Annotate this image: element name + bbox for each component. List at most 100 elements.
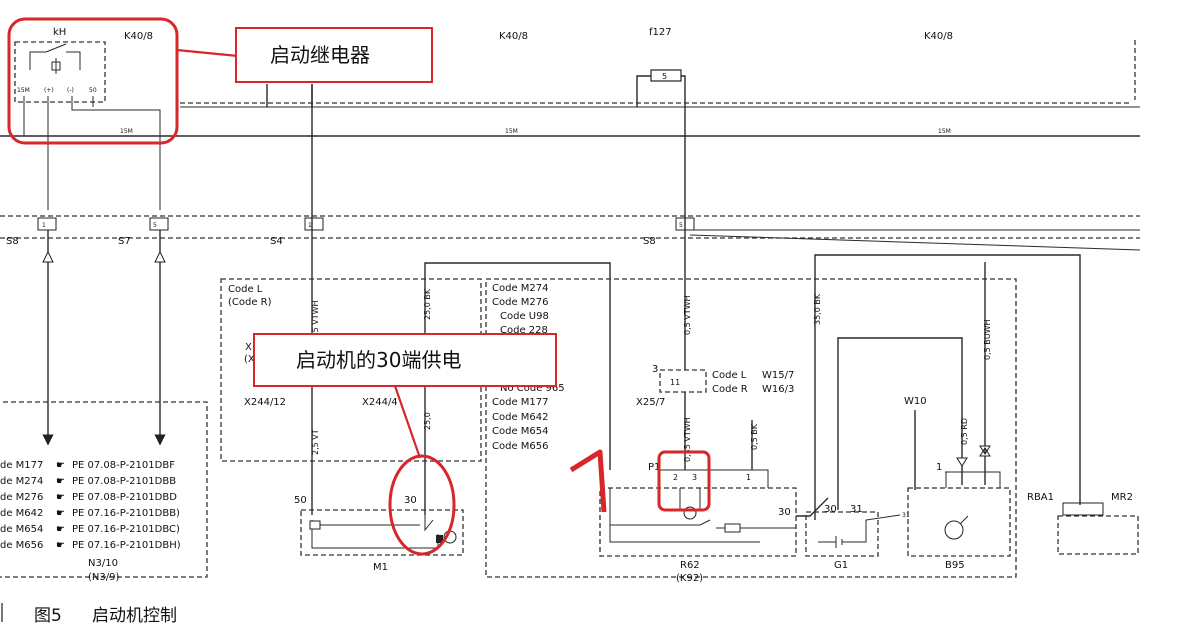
x244-partial-b: (X <box>244 354 255 365</box>
svg-text:de M274: de M274 <box>0 476 43 487</box>
wire-bk-top <box>424 262 611 515</box>
r62-internals <box>609 488 796 543</box>
wire-25vtwh: 2,5 VTWH <box>311 300 320 340</box>
triangle-left-icon <box>42 250 54 263</box>
p1-pin3: 3 <box>692 473 697 482</box>
relay-kh-box <box>14 41 106 103</box>
f127-label: f127 <box>649 27 672 38</box>
svg-text:PE 07.08-P-2101DBD: PE 07.08-P-2101DBD <box>72 492 177 503</box>
bus-15m-label-a: 15M <box>120 128 133 135</box>
svg-text:S7: S7 <box>118 236 131 247</box>
svg-text:S8: S8 <box>6 236 19 247</box>
b95-box <box>907 487 1011 557</box>
svg-text:5: 5 <box>153 222 157 229</box>
w10-label: W10 <box>904 396 927 407</box>
svg-text:PE 07.16-P-2101DBB): PE 07.16-P-2101DBB) <box>72 508 180 519</box>
relay-highlight-box <box>7 17 179 145</box>
svg-text:PE 07.08-P-2101DBF: PE 07.08-P-2101DBF <box>72 460 175 471</box>
r62-box <box>599 487 797 557</box>
g1-box <box>805 511 879 557</box>
relay-callout-leader <box>176 48 239 58</box>
b95-label: B95 <box>945 560 965 571</box>
svg-text:PE 07.08-P-2101DBB: PE 07.08-P-2101DBB <box>72 476 176 487</box>
x244-4-label: X244/4 <box>362 397 398 408</box>
rba1-connector <box>1062 502 1104 516</box>
g1-label: G1 <box>834 560 848 571</box>
svg-text:1: 1 <box>42 222 46 229</box>
pin-plus: (+) <box>44 87 54 94</box>
connector-s7: 5 S7 <box>118 217 169 247</box>
pin-50: 50 <box>89 87 97 94</box>
rd-diode-icon <box>956 457 968 467</box>
p1-pin2: 2 <box>673 473 678 482</box>
svg-text:Code M654: Code M654 <box>492 426 549 437</box>
battery-icon <box>818 514 901 548</box>
svg-text:de M642: de M642 <box>0 508 43 519</box>
bus-15m-label-c: 15M <box>938 128 951 135</box>
pin-15m: 15M <box>17 87 30 94</box>
code-r-w-label: Code R <box>712 384 748 395</box>
code-l-label: Code L <box>228 284 263 295</box>
triangle-right-icon <box>154 250 166 263</box>
relay-callout-box <box>235 27 433 83</box>
pin-minus: (-) <box>67 87 74 94</box>
b95-connector <box>945 471 1001 488</box>
x25-7-label: X25/7 <box>636 397 665 408</box>
supply-callout-box <box>253 333 557 387</box>
m1-solenoid <box>309 520 321 530</box>
g1-pin30a: 30 <box>778 507 791 518</box>
bus-15m-label-b: 15M <box>505 128 518 135</box>
connector-s4: 1 S4 <box>270 217 324 247</box>
svg-text:PE 07.16-P-2101DBH): PE 07.16-P-2101DBH) <box>72 540 181 551</box>
hand-pointer-icon: ☛ <box>56 540 65 551</box>
s8-right-wire <box>689 229 1141 251</box>
wire-05rd-label: 0,5 RD <box>960 418 969 445</box>
m1-label: M1 <box>373 562 388 573</box>
svg-text:5: 5 <box>679 222 683 229</box>
code-l-w-label: Code L <box>712 370 747 381</box>
svg-text:de M177: de M177 <box>0 460 43 471</box>
code-row: de M276 ☛ PE 07.08-P-2101DBD <box>0 492 177 503</box>
svg-text:Code M177: Code M177 <box>492 397 549 408</box>
svg-text:Code U98: Code U98 <box>500 311 549 322</box>
x25-7-connector <box>659 369 707 393</box>
hand-pointer-icon: ☛ <box>56 476 65 487</box>
figure-title: 启动机控制 <box>92 606 177 626</box>
relay-coil <box>29 43 81 74</box>
svg-text:Code M276: Code M276 <box>492 297 549 308</box>
rba1-box <box>1057 515 1139 555</box>
connector-s8-left: 1 S8 <box>6 217 57 247</box>
hand-pointer-icon: ☛ <box>56 508 65 519</box>
g1-pin31b: 31 <box>902 512 910 519</box>
b95-pin1: 1 <box>936 462 942 473</box>
b95-sensor-icon <box>944 520 964 540</box>
code-row: de M274 ☛ PE 07.08-P-2101DBB <box>0 476 176 487</box>
w16-3-label: W16/3 <box>762 384 794 395</box>
fuse-f127-value: 5 <box>662 72 667 81</box>
supply-callout-leader <box>393 385 422 459</box>
hand-pointer-icon: ☛ <box>56 460 65 471</box>
figure-number: 图5 <box>34 606 62 626</box>
wire-05buwh-label: 0,5 BUWH <box>983 319 992 360</box>
buwh-diode-icon <box>979 445 991 457</box>
svg-text:No Code 965: No Code 965 <box>500 383 565 394</box>
supply-callout-text: 启动机的30端供电 <box>296 348 461 372</box>
p1-label: P1 <box>648 462 660 473</box>
code-l-box <box>220 278 482 462</box>
svg-text:de M276: de M276 <box>0 492 43 503</box>
code-m-box <box>485 278 1017 578</box>
p1-highlight-box <box>657 450 711 512</box>
relay-pin-wires <box>23 96 161 210</box>
k40-8-label-a: K40/8 <box>124 31 153 42</box>
r62-bracket <box>660 469 769 488</box>
g1-pin30b: 30 <box>824 504 837 515</box>
switch-30 <box>796 497 829 517</box>
m1-pin30: 30 <box>404 495 417 506</box>
hand-pointer-icon: ☛ <box>56 492 65 503</box>
k40-8-label-b: K40/8 <box>499 31 528 42</box>
svg-text:Code 228: Code 228 <box>500 325 548 336</box>
m1-box <box>300 509 464 556</box>
wire-05vtwh: 0,5 VTWH <box>683 295 692 335</box>
fuse-wire <box>636 75 686 107</box>
